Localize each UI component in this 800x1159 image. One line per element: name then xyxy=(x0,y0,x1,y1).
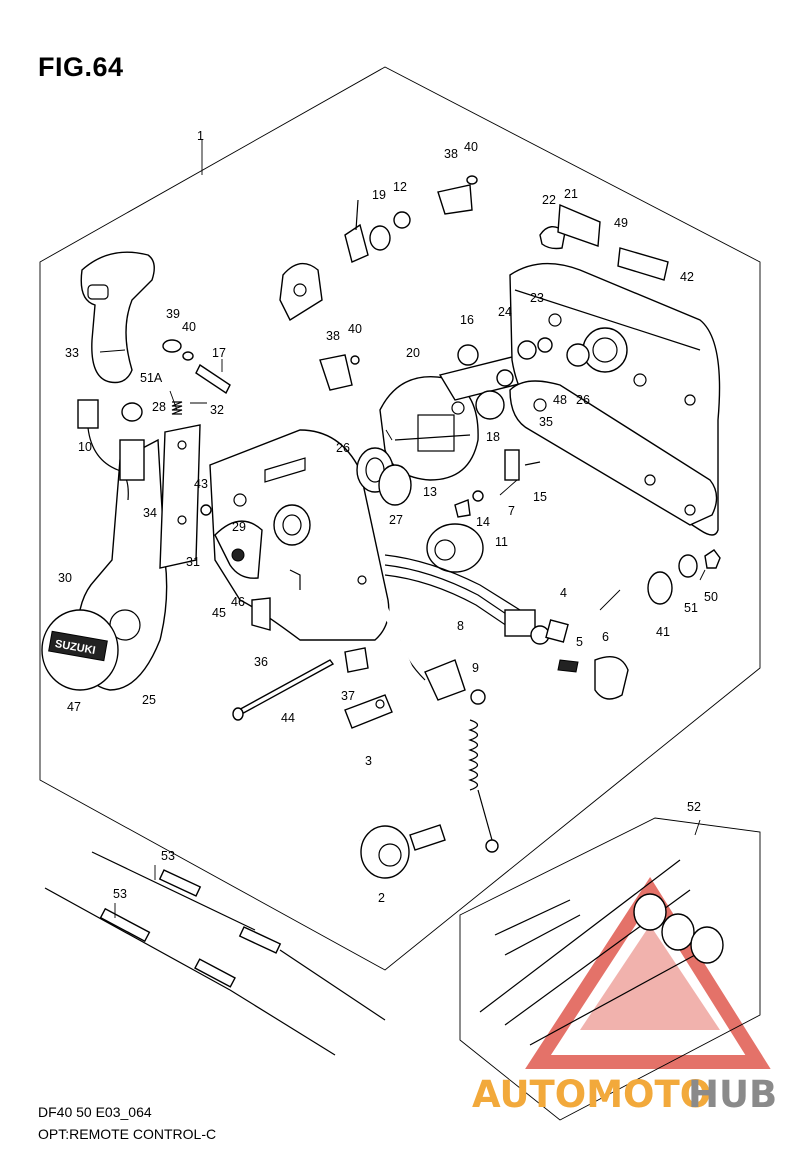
part-36 xyxy=(251,597,271,631)
kit-contents xyxy=(479,859,724,1046)
callout-33: 33 xyxy=(65,346,79,360)
callout-53b: 53 xyxy=(113,887,127,901)
callout-14: 14 xyxy=(476,515,490,529)
callout-12: 12 xyxy=(393,180,407,194)
linkage-assembly xyxy=(438,344,537,420)
callout-41: 41 xyxy=(656,625,670,639)
callout-51: 51 xyxy=(684,601,698,615)
watermark-text-grey: HUB xyxy=(688,1073,777,1116)
handle-grip xyxy=(80,251,155,384)
watermark-logo: AUTOMOTO HUB xyxy=(472,1073,777,1116)
callout-38b: 38 xyxy=(326,329,340,343)
callout-4: 4 xyxy=(560,586,567,600)
callout-42: 42 xyxy=(680,270,694,284)
assembly-boundary xyxy=(39,66,761,971)
callout-52: 52 xyxy=(687,800,701,814)
spacer-nut xyxy=(647,549,721,605)
long-bolt xyxy=(232,659,335,721)
callout-35: 35 xyxy=(539,415,553,429)
stop-switch xyxy=(399,639,499,853)
callout-26b: 26 xyxy=(576,393,590,407)
cam-gear xyxy=(214,520,263,579)
control-housing xyxy=(209,429,390,641)
control-lever: SUZUKI xyxy=(41,438,168,691)
callout-40a: 40 xyxy=(182,320,196,334)
callout-13: 13 xyxy=(423,485,437,499)
callout-36: 36 xyxy=(254,655,268,669)
callout-48: 48 xyxy=(553,393,567,407)
part-21-block xyxy=(617,247,669,281)
callout-45: 45 xyxy=(212,606,226,620)
diagram-name: OPT:REMOTE CONTROL-C xyxy=(38,1126,217,1142)
remote-cables xyxy=(44,851,386,1056)
callout-37: 37 xyxy=(341,689,355,703)
lever-parts xyxy=(77,399,201,569)
callout-46: 46 xyxy=(231,595,245,609)
callout-53a: 53 xyxy=(161,849,175,863)
callout-31: 31 xyxy=(186,555,200,569)
wire-harness xyxy=(324,598,446,879)
callout-7: 7 xyxy=(508,504,515,518)
callout-27: 27 xyxy=(389,513,403,527)
buzzer-harness xyxy=(384,523,550,645)
callout-38a: 38 xyxy=(444,147,458,161)
lower-bracket xyxy=(509,380,718,526)
callout-11: 11 xyxy=(495,535,508,549)
callout-40b: 40 xyxy=(464,140,478,154)
upper-brackets xyxy=(279,175,478,391)
callout-22: 22 xyxy=(542,193,556,207)
callout-18: 18 xyxy=(486,430,500,444)
callout-6: 6 xyxy=(602,630,609,644)
callout-29: 29 xyxy=(232,520,246,534)
part-37-plate xyxy=(344,694,393,729)
leader-lines xyxy=(99,140,706,918)
callout-43: 43 xyxy=(194,477,208,491)
callout-25: 25 xyxy=(142,693,156,707)
callout-19: 19 xyxy=(372,188,386,202)
part-21 xyxy=(557,203,601,247)
callout-24: 24 xyxy=(498,305,512,319)
callout-21: 21 xyxy=(564,187,578,201)
callout-50: 50 xyxy=(704,590,718,604)
callout-9: 9 xyxy=(472,661,479,675)
callout-32: 32 xyxy=(210,403,224,417)
callout-47: 47 xyxy=(67,700,81,714)
cover-plate xyxy=(379,376,479,481)
callout-51a: 51A xyxy=(140,371,163,385)
kit-boundary xyxy=(459,817,761,1121)
callout-16: 16 xyxy=(460,313,474,327)
watermark-triangle xyxy=(525,877,771,1069)
diagram-code: DF40 50 E03_064 xyxy=(38,1104,152,1120)
callout-15: 15 xyxy=(533,490,547,504)
callout-40c: 40 xyxy=(348,322,362,336)
callout-28: 28 xyxy=(152,400,166,414)
callout-10: 10 xyxy=(78,440,92,454)
ring-27 xyxy=(378,464,412,506)
callout-5: 5 xyxy=(576,635,583,649)
callout-20: 20 xyxy=(406,346,420,360)
figure-title: FIG.64 xyxy=(38,52,124,82)
callout-17: 17 xyxy=(212,346,226,360)
callout-49: 49 xyxy=(614,216,628,230)
callout-39: 39 xyxy=(166,307,180,321)
watermark-text-orange: AUTOMOTO xyxy=(472,1073,711,1116)
callout-2: 2 xyxy=(378,891,385,905)
callout-26a: 26 xyxy=(336,441,350,455)
small-parts-left xyxy=(162,339,231,516)
callout-44: 44 xyxy=(281,711,295,725)
callout-30: 30 xyxy=(58,571,72,585)
ignition-key xyxy=(545,619,629,700)
callout-34: 34 xyxy=(143,506,157,520)
part-37 xyxy=(344,647,369,673)
callout-3: 3 xyxy=(365,754,372,768)
callout-labels: 1 2 3 4 5 6 7 8 9 10 11 12 13 14 15 16 1… xyxy=(58,129,718,905)
callout-8: 8 xyxy=(457,619,464,633)
callout-1: 1 xyxy=(197,129,204,143)
callout-23: 23 xyxy=(530,291,544,305)
small-parts-mid xyxy=(454,449,541,518)
